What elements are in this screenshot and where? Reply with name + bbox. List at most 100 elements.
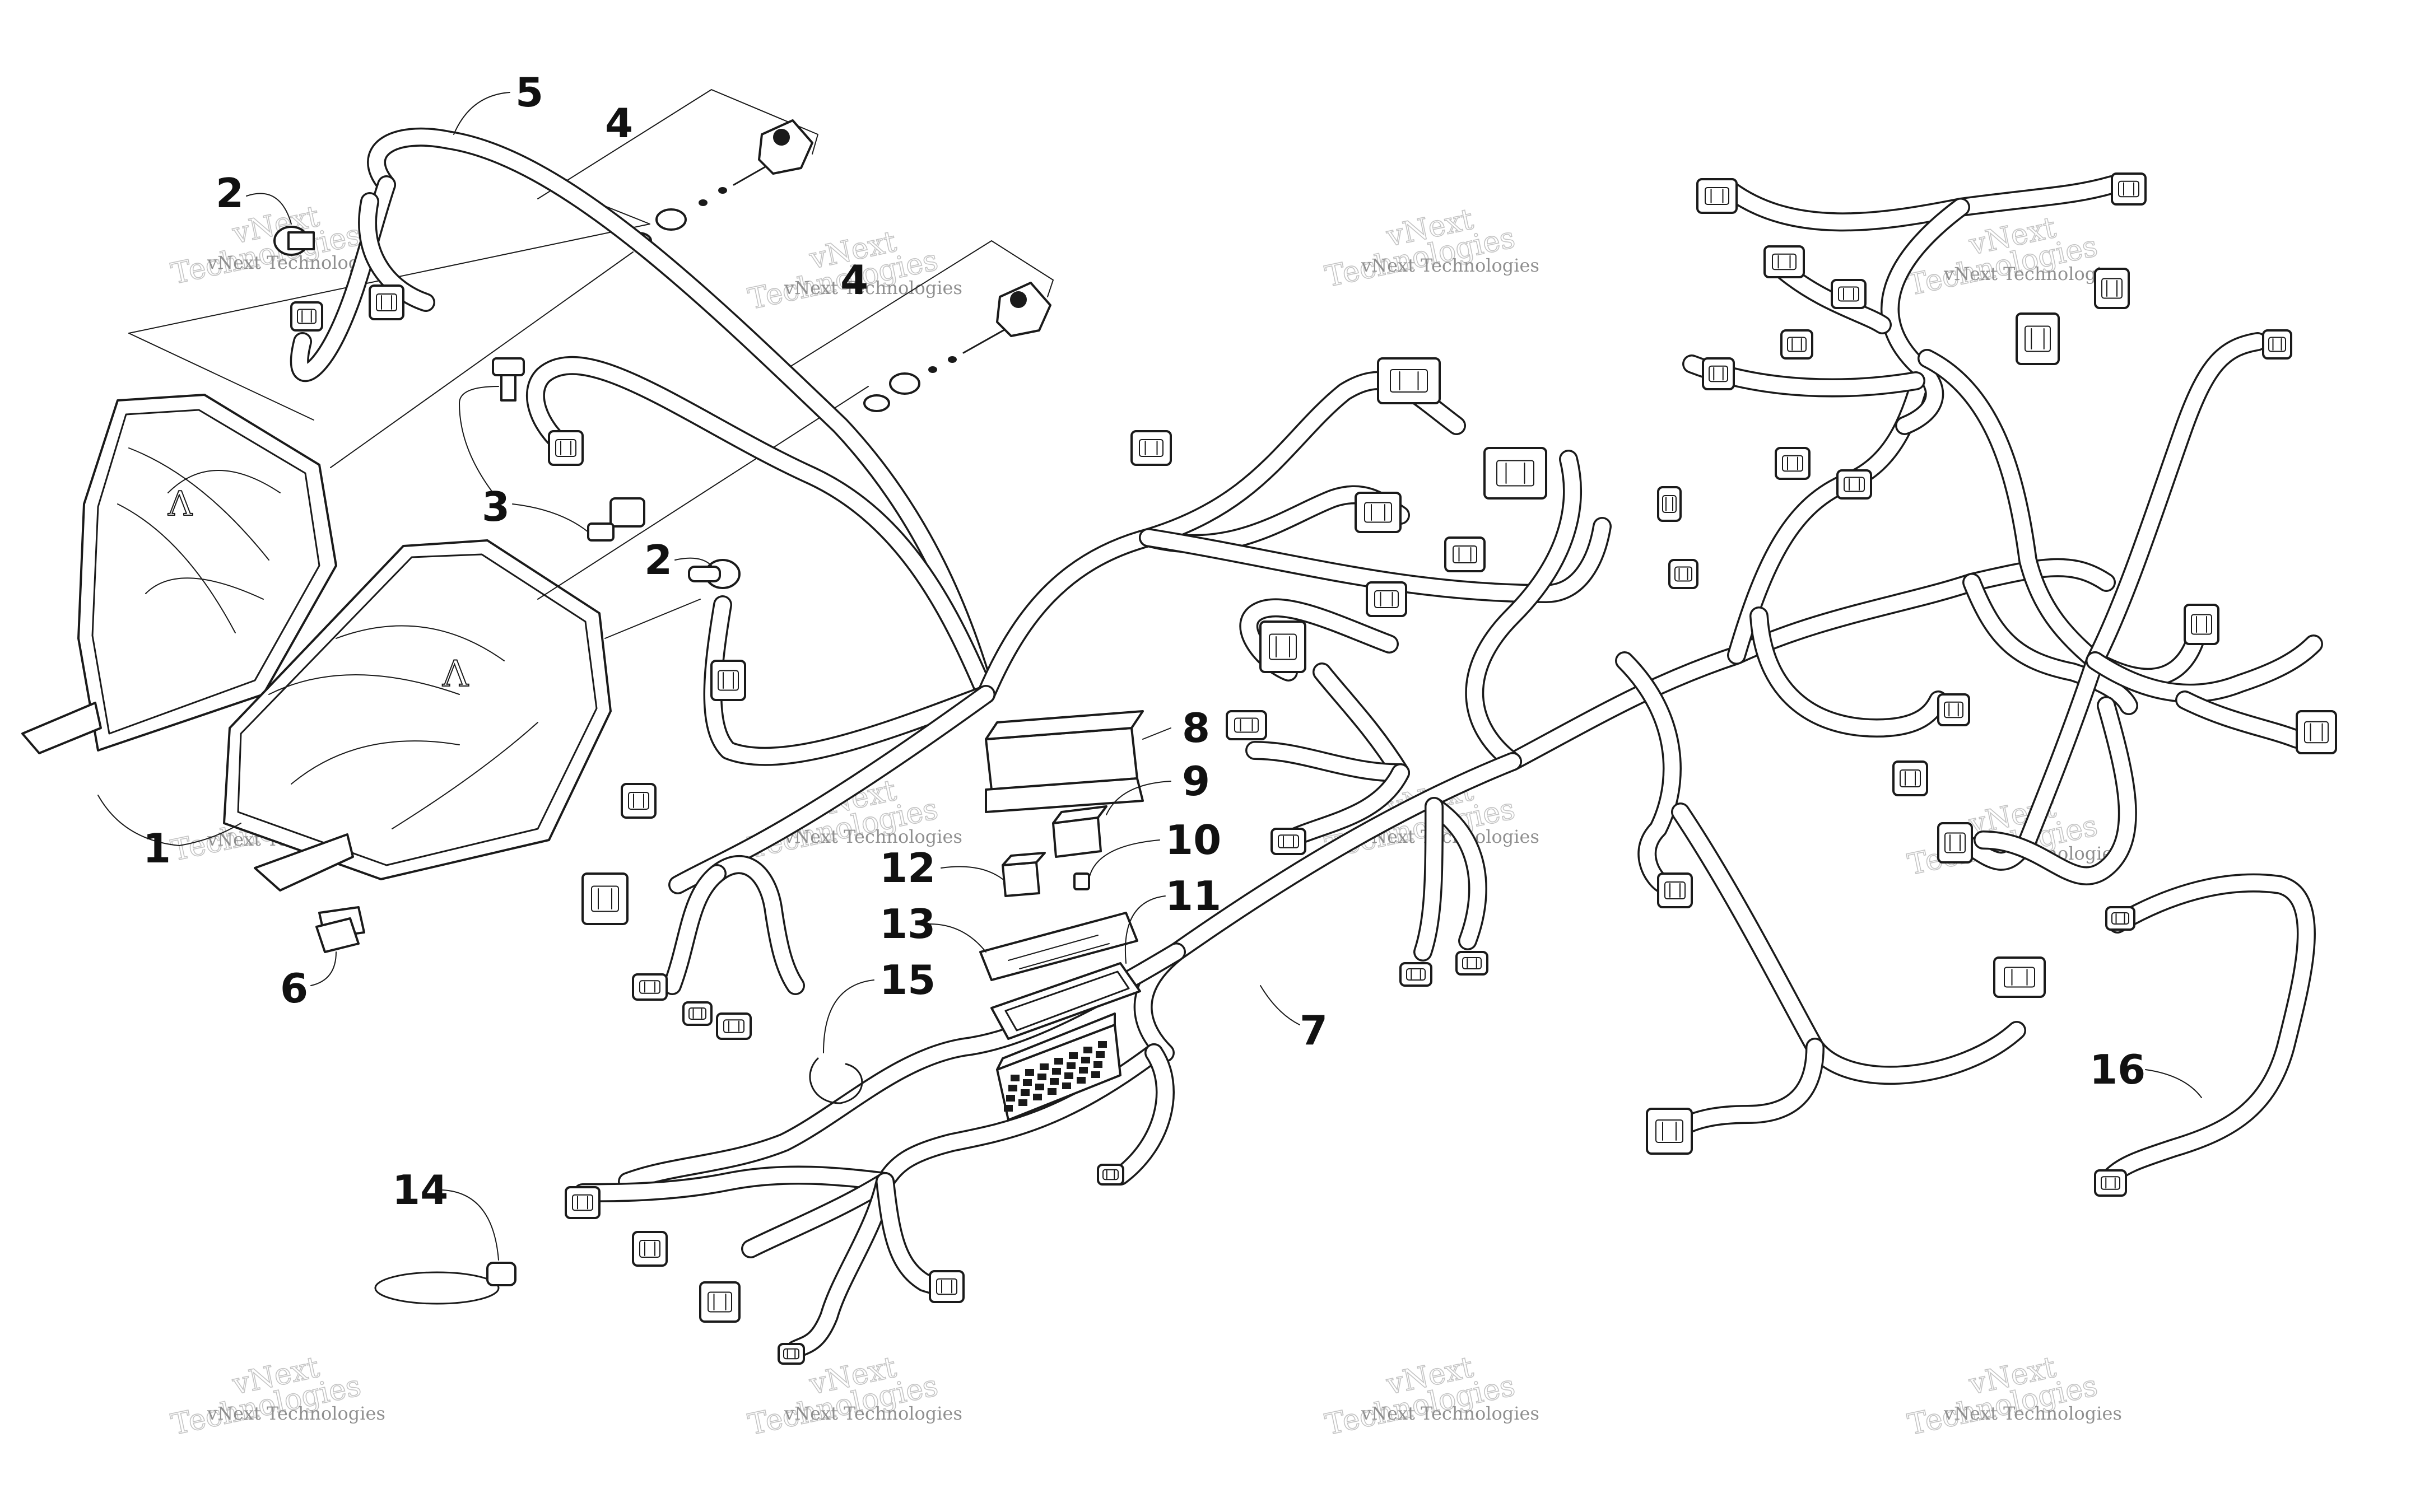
gasket-11 [990, 962, 1141, 1040]
wire-connector [632, 973, 668, 1001]
fuse-terminal [1006, 1095, 1015, 1102]
wire-connector [548, 430, 584, 466]
callout-label: 9 [1182, 758, 1210, 805]
callout-9: 9 [1106, 758, 1210, 815]
fuse-terminal [1081, 1057, 1090, 1063]
fuse-terminal [1079, 1067, 1088, 1074]
wire-connector [1993, 956, 2046, 998]
wire-connector [1355, 492, 1402, 533]
fuse-terminal [1008, 1085, 1017, 1091]
callout-label: 2 [216, 170, 244, 217]
wire-connector [1668, 559, 1698, 589]
svg-text:Λ: Λ [167, 484, 193, 524]
fuse-terminal [1096, 1051, 1105, 1058]
fuse-terminal [1091, 1071, 1100, 1078]
bulb-upper [273, 226, 315, 256]
callout-label: 14 [392, 1166, 448, 1214]
callout-12: 12 [879, 844, 1003, 892]
wire-connector [1937, 822, 1973, 864]
callout-label: 7 [1300, 1007, 1328, 1054]
fuse-terminal [1018, 1099, 1027, 1106]
wire-connector [1763, 245, 1805, 278]
wire-connector [290, 301, 323, 332]
wire-connector [1366, 581, 1407, 617]
fuse-terminal [1098, 1041, 1107, 1048]
callout-16: 16 [2089, 1046, 2202, 1098]
wire-connector [2262, 329, 2292, 360]
wire-connector [710, 660, 746, 701]
watermark-text-small: vNext Technologies [1361, 255, 1539, 276]
callout-label: 11 [1165, 872, 1221, 920]
fuse-holder-14 [374, 1262, 516, 1305]
wire-connector [1937, 693, 1970, 726]
bulb-lower [688, 559, 741, 589]
callout-label: 2 [644, 536, 672, 584]
callout-label: 10 [1165, 816, 1221, 864]
headlight-left: Λ [21, 394, 337, 754]
wire-connector [1483, 447, 1547, 500]
fuse-terminal [1064, 1072, 1073, 1079]
callout-label: 15 [879, 956, 936, 1004]
fuse-terminal [1023, 1079, 1032, 1086]
headlight-adjuster-upper [625, 119, 813, 250]
fuse-terminal [1033, 1094, 1042, 1100]
wire-connector [2094, 1169, 2127, 1197]
wire-connector [1130, 430, 1172, 466]
fuse-terminal [1052, 1068, 1061, 1075]
callout-label: 6 [280, 965, 308, 1012]
wire-connector [2184, 604, 2219, 645]
connector-layer [290, 172, 2337, 1365]
callout-label: 12 [879, 844, 936, 892]
callout-6: 6 [280, 951, 337, 1012]
wire-connector [1646, 1108, 1693, 1155]
fuse-block [996, 1012, 1121, 1121]
callout-1: 1 [97, 795, 241, 872]
wire-connector [1455, 951, 1488, 976]
label-13 [979, 912, 1138, 981]
wire-connector [1657, 872, 1693, 908]
callout-layer: 1 2 2 3 4 4 5 6 7 [97, 69, 2202, 1261]
callout-label: 13 [879, 900, 936, 948]
fuse-terminal [1040, 1063, 1049, 1070]
wire-bundles [290, 127, 2323, 1359]
wire-connector [716, 1012, 752, 1040]
wire-connector [2296, 710, 2337, 754]
fuse-terminal [1048, 1088, 1057, 1095]
wire-connector [565, 1186, 601, 1219]
watermark-text-small: vNext Technologies [1943, 263, 2122, 284]
callout-4-upper: 4 [605, 100, 633, 147]
wire-connector [1831, 279, 1867, 309]
fuse-terminal [1021, 1089, 1030, 1096]
fuse-terminal [1037, 1074, 1046, 1080]
fuse-terminal [1069, 1052, 1078, 1059]
fuse-terminal [1050, 1078, 1059, 1085]
wire-connector [2094, 268, 2130, 309]
wire-connector [1836, 469, 1872, 500]
svg-text:Λ: Λ [442, 654, 469, 695]
callout-11: 11 [1124, 872, 1221, 964]
headlight-adjuster-lower [863, 282, 1051, 412]
callout-label: 16 [2089, 1046, 2146, 1093]
fuse-terminal [1083, 1047, 1092, 1053]
callout-7: 7 [1260, 985, 1328, 1054]
callout-label: 8 [1182, 704, 1210, 752]
wire-connector [699, 1281, 741, 1323]
relay-12 [1002, 852, 1046, 897]
grommet-6 [315, 917, 360, 953]
callout-label: 4 [605, 100, 633, 147]
wire-connector [929, 1270, 965, 1303]
fuse-terminal [1011, 1075, 1020, 1081]
bulb-h-upper [492, 357, 525, 402]
wire-connector [1444, 536, 1486, 572]
callout-8: 8 [1142, 704, 1210, 752]
fuse-terminal [1062, 1082, 1071, 1089]
wire-connector [778, 1343, 805, 1365]
relay-9 [1052, 805, 1107, 858]
wire-connector [2105, 906, 2135, 931]
wire-connector [1702, 357, 1735, 390]
